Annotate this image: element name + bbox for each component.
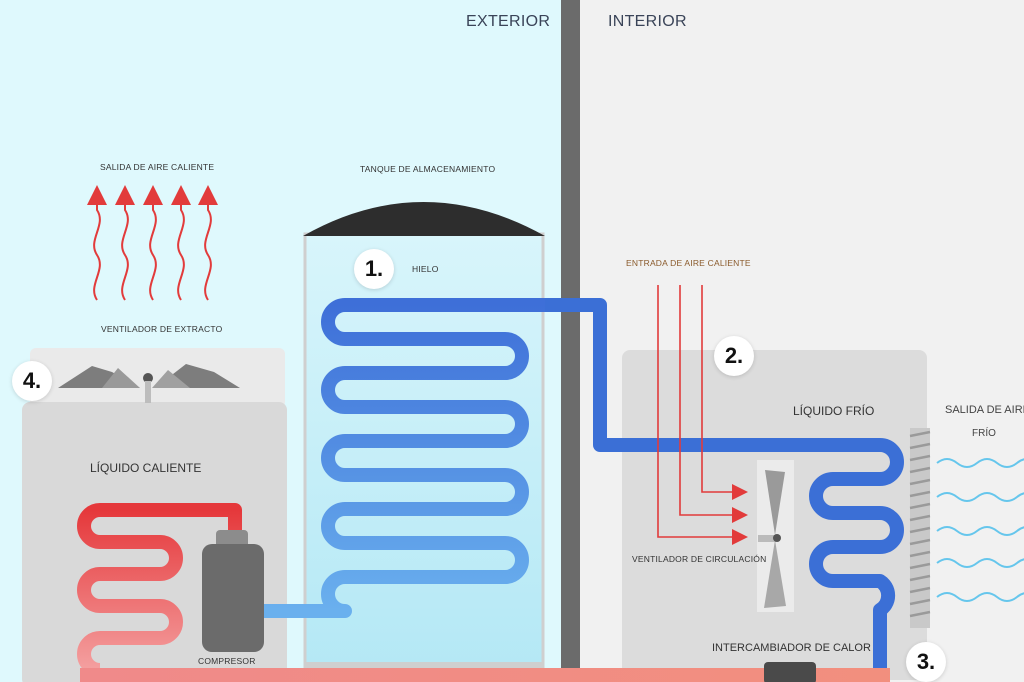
zone-label-exterior: EXTERIOR (466, 13, 551, 30)
dividing-wall (561, 0, 580, 682)
return-pipe (80, 668, 890, 682)
hot-air-out-arrows (87, 185, 218, 301)
indoor-grille (909, 428, 931, 628)
step-1-badge: 1. (354, 249, 394, 289)
outdoor-unit-top (30, 348, 285, 408)
storage-tank-label: TANQUE DE ALMACENAMIENTO (360, 164, 496, 174)
circulation-fan-icon (757, 460, 794, 612)
hot-air-in-label: ENTRADA DE AIRE CALIENTE (626, 258, 751, 268)
step-4-badge: 4. (12, 361, 52, 401)
exhaust-fan-icon (58, 364, 240, 403)
step-3-badge: 3. (906, 642, 946, 682)
cold-air-out-waves (936, 458, 1024, 602)
cold-air-out-label-1: SALIDA DE AIRE (945, 404, 1024, 416)
cold-liquid-label: LÍQUIDO FRÍO (793, 404, 875, 418)
heat-exchanger-label: INTERCAMBIADOR DE CALOR (712, 642, 871, 654)
tank-cold-coil (253, 298, 579, 618)
ice-label: HIELO (412, 264, 439, 274)
compressor-label: COMPRESOR (198, 656, 256, 666)
heat-exchanger-block (764, 662, 816, 682)
hot-air-in-arrows (657, 285, 748, 545)
zone-label-interior: INTERIOR (608, 13, 687, 30)
hot-air-out-label: SALIDA DE AIRE CALIENTE (100, 162, 215, 172)
hot-liquid-label: LÍQUIDO CALIENTE (90, 461, 202, 475)
cold-air-out-label-2: FRÍO (972, 428, 996, 439)
circulation-fan-label: VENTILADOR DE CIRCULACIÓN (632, 554, 767, 564)
indoor-cold-coil (600, 438, 904, 672)
hot-liquid-coil (77, 503, 242, 677)
exhaust-fan-label: VENTILADOR DE EXTRACTO (101, 324, 223, 334)
compressor-icon (202, 530, 264, 652)
step-2-badge: 2. (714, 336, 754, 376)
